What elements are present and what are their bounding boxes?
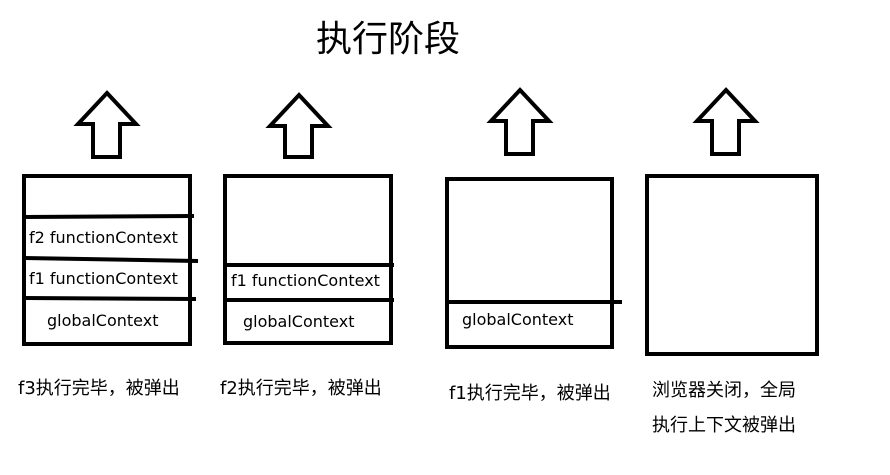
stage-3 (445, 87, 622, 349)
stack-slot: globalContext (47, 311, 159, 330)
stage-2 (223, 92, 394, 345)
stage-caption: f2执行完毕，被弹出 (220, 378, 382, 399)
stack-slot: f1 functionContext (29, 269, 178, 288)
stack-divider (23, 296, 197, 301)
stage-caption: f1执行完毕，被弹出 (449, 383, 611, 404)
stage-caption: 执行上下文被弹出 (652, 415, 796, 436)
stack-slot: globalContext (462, 310, 574, 329)
stack-slot: globalContext (243, 312, 355, 331)
stack-divider (23, 214, 195, 219)
stack-slot: f2 functionContext (29, 228, 178, 247)
stage-caption: f3执行完毕，被弹出 (18, 378, 180, 399)
diagram-title: 执行阶段 (316, 19, 461, 60)
stack-box (645, 174, 819, 356)
stack-divider (23, 256, 199, 263)
stage-4 (645, 87, 819, 356)
up-arrow-icon (692, 87, 760, 156)
stack-box (223, 174, 393, 345)
up-arrow-icon (73, 90, 141, 159)
stack-box (445, 177, 614, 349)
stack-slot: f1 functionContext (231, 271, 380, 290)
up-arrow-icon (486, 87, 554, 156)
up-arrow-icon (265, 92, 333, 159)
stage-caption: 浏览器关闭，全局 (652, 380, 796, 401)
stage-1 (22, 90, 199, 346)
